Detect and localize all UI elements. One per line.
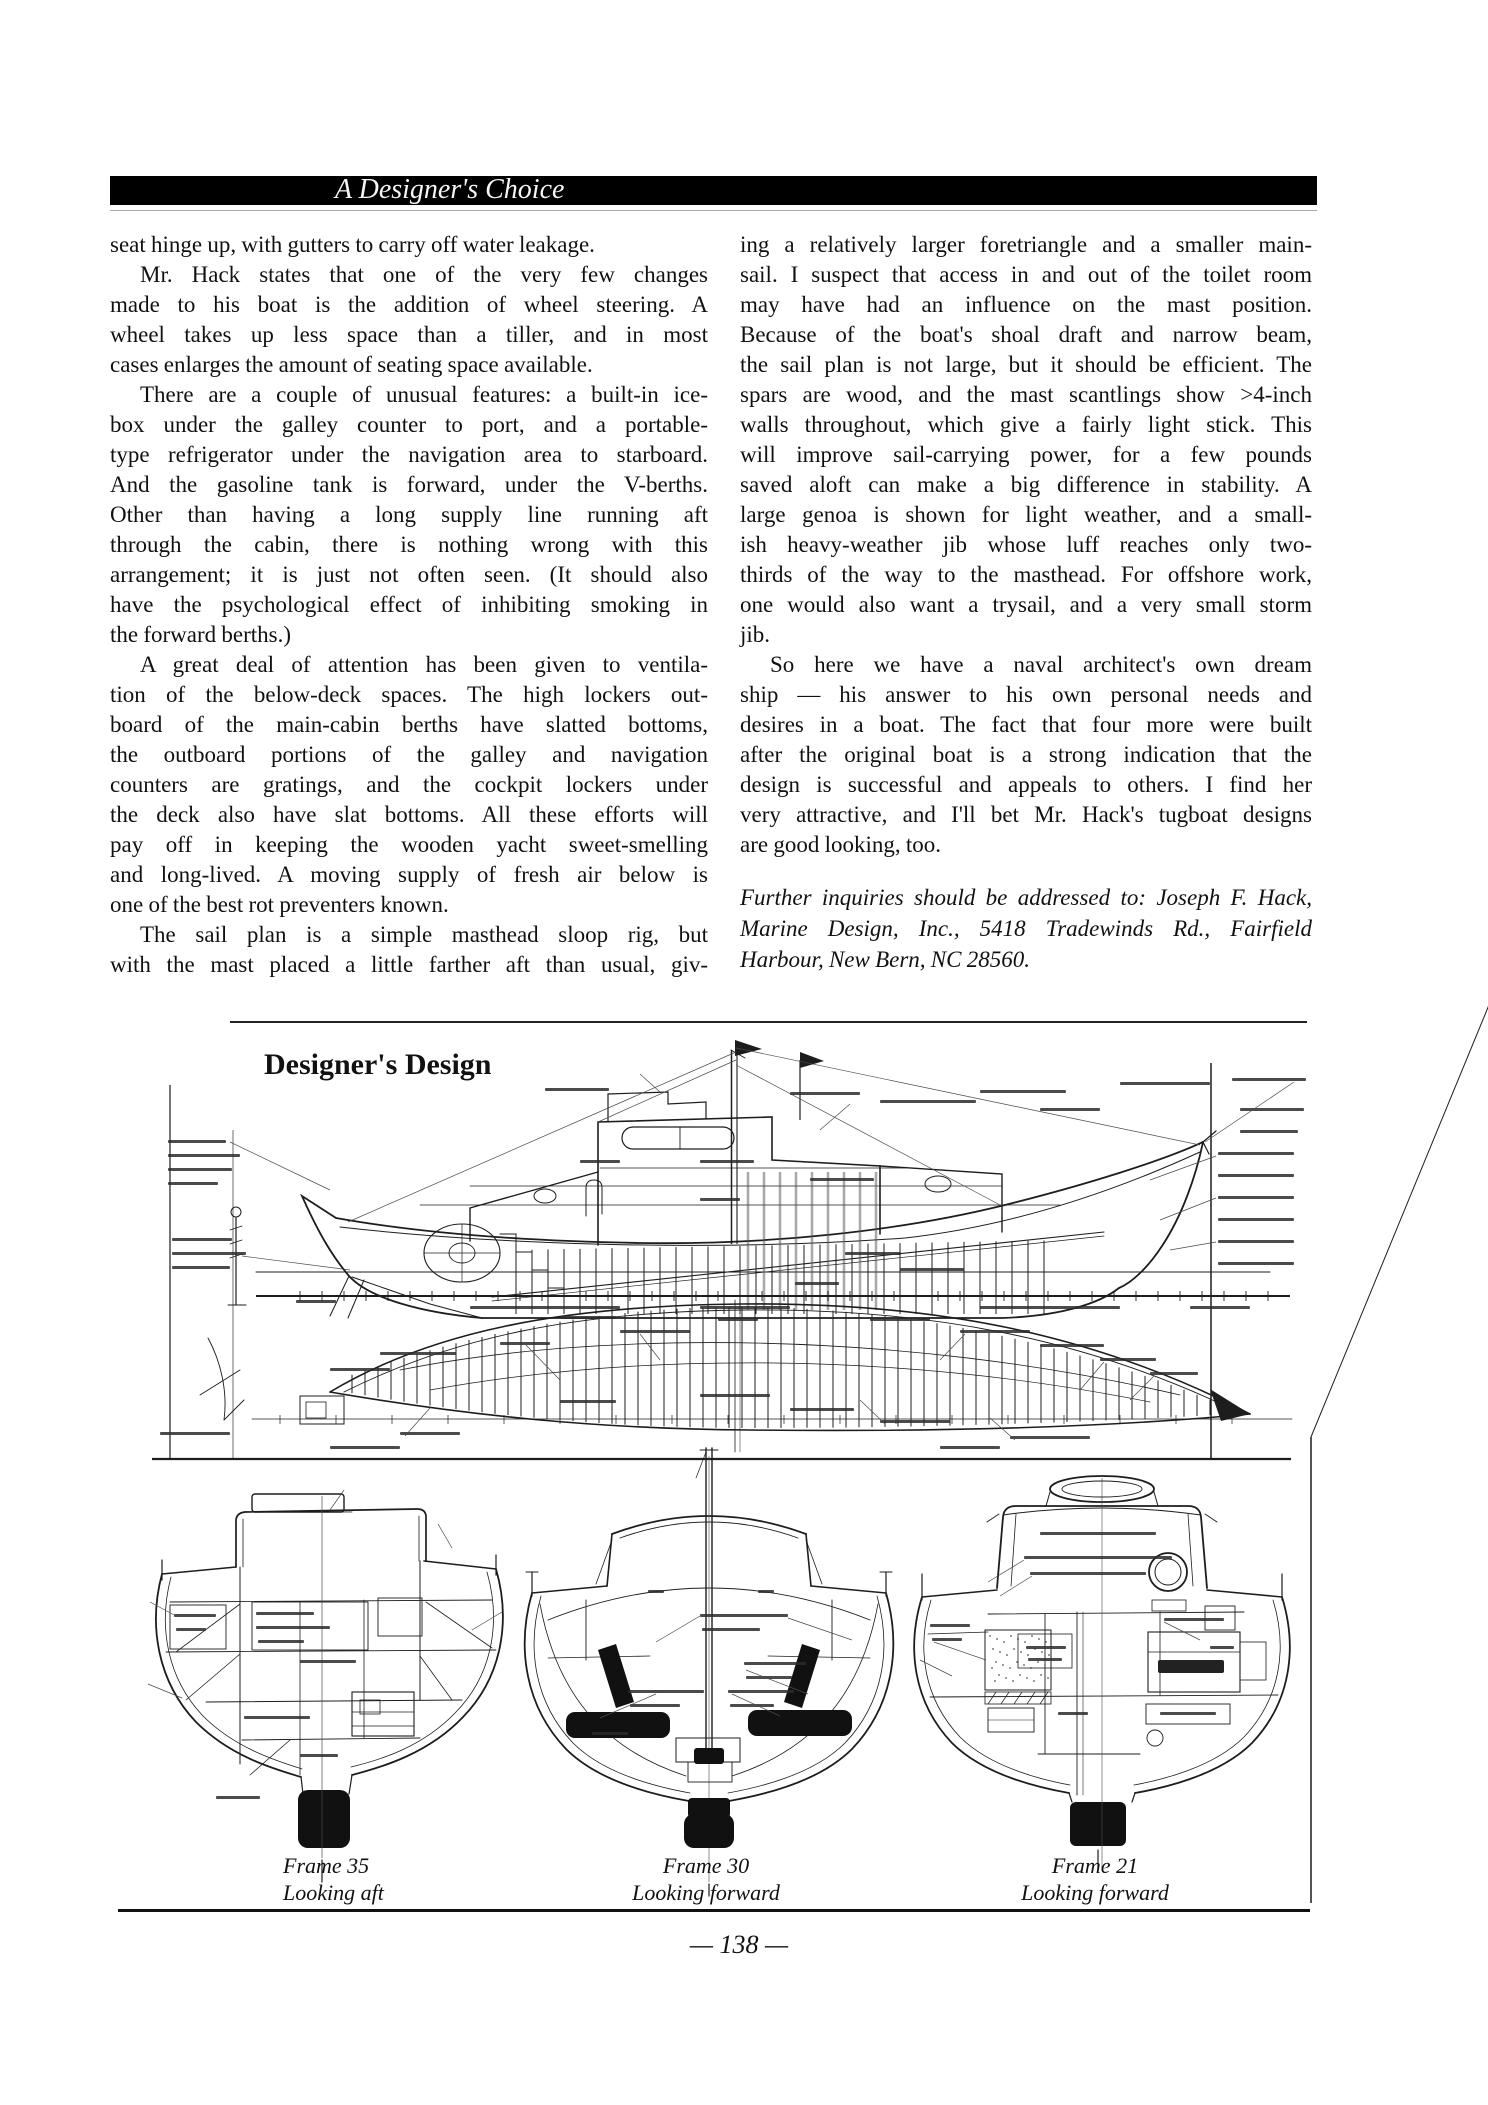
paragraph: Mr. Hack states that one of the very few…	[110, 260, 708, 380]
text-line: ish heavy-weather jib whose luff reaches…	[740, 532, 1312, 557]
text-line: wheel takes up less space than a tiller,…	[110, 322, 708, 347]
right-column: ing a relatively larger foretriangle and…	[740, 230, 1312, 975]
page-header-title: A Designer's Choice	[335, 174, 565, 205]
page-number: — 138 —	[689, 1930, 789, 1959]
caption-frame35: Frame 35 Looking aft	[283, 1852, 513, 1906]
paragraph: So here we have a naval architect's own …	[740, 650, 1312, 860]
text-line: The sail plan is a simple masthead sloop…	[140, 922, 708, 947]
paragraph: A great deal of attention has been given…	[110, 650, 708, 920]
paragraph: ing a relatively larger foretriangle and…	[740, 230, 1312, 650]
text-line: There are a couple of unusual features: …	[140, 382, 708, 407]
text-line: sail. I suspect that access in and out o…	[740, 262, 1312, 287]
figure-heading: Designer's Design	[264, 1048, 492, 1081]
caption-frame-label: Frame 35	[283, 1853, 370, 1878]
text-line: through the cabin, there is nothing wron…	[110, 532, 708, 557]
text-line: one would also want a trysail, and a ver…	[740, 592, 1312, 617]
text-line: very attractive, and I'll bet Mr. Hack's…	[740, 802, 1312, 827]
caption-view-label: Looking forward	[632, 1880, 780, 1905]
text-line: saved aloft can make a big difference in…	[740, 472, 1312, 497]
text-line: seat hinge up, with gutters to carry off…	[110, 232, 595, 257]
caption-frame30: Frame 30 Looking forward	[606, 1852, 806, 1906]
section-frame35	[147, 1489, 504, 1883]
text-line: box under the galley counter to port, an…	[110, 412, 708, 437]
text-line: Other than having a long supply line run…	[110, 502, 708, 527]
annotation-stubs	[160, 1073, 1306, 1449]
text-line: one of the best rot preventers known.	[110, 892, 449, 917]
text-line: board of the main-cabin berths have slat…	[110, 712, 708, 737]
text-line: after the original boat is a strong indi…	[740, 742, 1312, 767]
text-line: ing a relatively larger foretriangle and…	[740, 232, 1312, 257]
caption-frame-label: Frame 21	[1051, 1853, 1139, 1878]
text-line: spars are wood, and the mast scantlings …	[740, 382, 1312, 407]
text-line: the outboard portions of the galley and …	[110, 742, 708, 767]
text-line: design is successful and appeals to othe…	[740, 772, 1312, 797]
bottom-rule	[118, 1909, 1310, 1912]
caption-frame-label: Frame 30	[662, 1853, 750, 1878]
text-line: the deck also have slat bottoms. All the…	[110, 802, 708, 827]
caption-view-label: Looking forward	[1021, 1880, 1169, 1905]
text-line: walls throughout, which give a fairly li…	[740, 412, 1312, 437]
text-line: with the mast placed a little farther af…	[110, 952, 708, 977]
text-line: And the gasoline tank is forward, under …	[110, 472, 708, 497]
text-line: Harbour, New Bern, NC 28560.	[740, 947, 1030, 972]
text-line: jib.	[740, 622, 771, 647]
text-line: Because of the boat's shoal draft and na…	[740, 322, 1312, 347]
text-line: will improve sail-carrying power, for a …	[740, 442, 1312, 467]
left-column: seat hinge up, with gutters to carry off…	[110, 230, 708, 980]
text-line: A great deal of attention has been given…	[140, 652, 708, 677]
text-line: Mr. Hack states that one of the very few…	[140, 262, 708, 287]
figure-top-rule	[230, 1021, 1307, 1023]
text-line: ship — his answer to his own personal ne…	[740, 682, 1312, 707]
text-line: the forward berths.)	[110, 622, 292, 647]
caption-view-label: Looking aft	[283, 1880, 384, 1905]
text-line: large genoa is shown for light weather, …	[740, 502, 1312, 527]
profile-drawing	[199, 1040, 1290, 1421]
paragraph: There are a couple of unusual features: …	[110, 380, 708, 650]
text-line: cases enlarges the amount of seating spa…	[110, 352, 593, 377]
section-frame30	[523, 1447, 895, 1897]
text-line: thirds of the way to the masthead. For o…	[740, 562, 1312, 587]
section-frame21	[913, 1475, 1291, 1873]
text-line: counters are gratings, and the cockpit l…	[110, 772, 708, 797]
text-line: So here we have a naval architect's own …	[770, 652, 1312, 677]
caption-frame21: Frame 21 Looking forward	[995, 1852, 1195, 1906]
text-line: tion of the below-deck spaces. The high …	[110, 682, 708, 707]
text-line: Further inquiries should be addressed to…	[740, 885, 1312, 910]
text-line: Marine Design, Inc., 5418 Tradewinds Rd.…	[740, 916, 1312, 941]
text-line: have the psychological effect of inhibit…	[110, 592, 708, 617]
text-line: desires in a boat. The fact that four mo…	[740, 712, 1312, 737]
text-line: may have had an influence on the mast po…	[740, 292, 1312, 317]
text-line: pay off in keeping the wooden yacht swee…	[110, 832, 708, 857]
text-line: the sail plan is not large, but it shoul…	[740, 352, 1312, 377]
text-line: type refrigerator under the navigation a…	[110, 442, 708, 467]
inquiries-paragraph: Further inquiries should be addressed to…	[740, 882, 1312, 975]
paragraph: seat hinge up, with gutters to carry off…	[110, 230, 708, 260]
header-rule	[110, 210, 1317, 211]
text-line: are good looking, too.	[740, 832, 941, 857]
text-line: made to his boat is the addition of whee…	[110, 292, 708, 317]
text-line: arrangement; it is just not often seen. …	[110, 562, 708, 587]
header-bar: A Designer's Choice	[110, 174, 1317, 205]
paragraph: The sail plan is a simple masthead sloop…	[110, 920, 708, 980]
text-line: and long-lived. A moving supply of fresh…	[110, 862, 708, 887]
planking-drawing	[251, 1299, 1293, 1453]
